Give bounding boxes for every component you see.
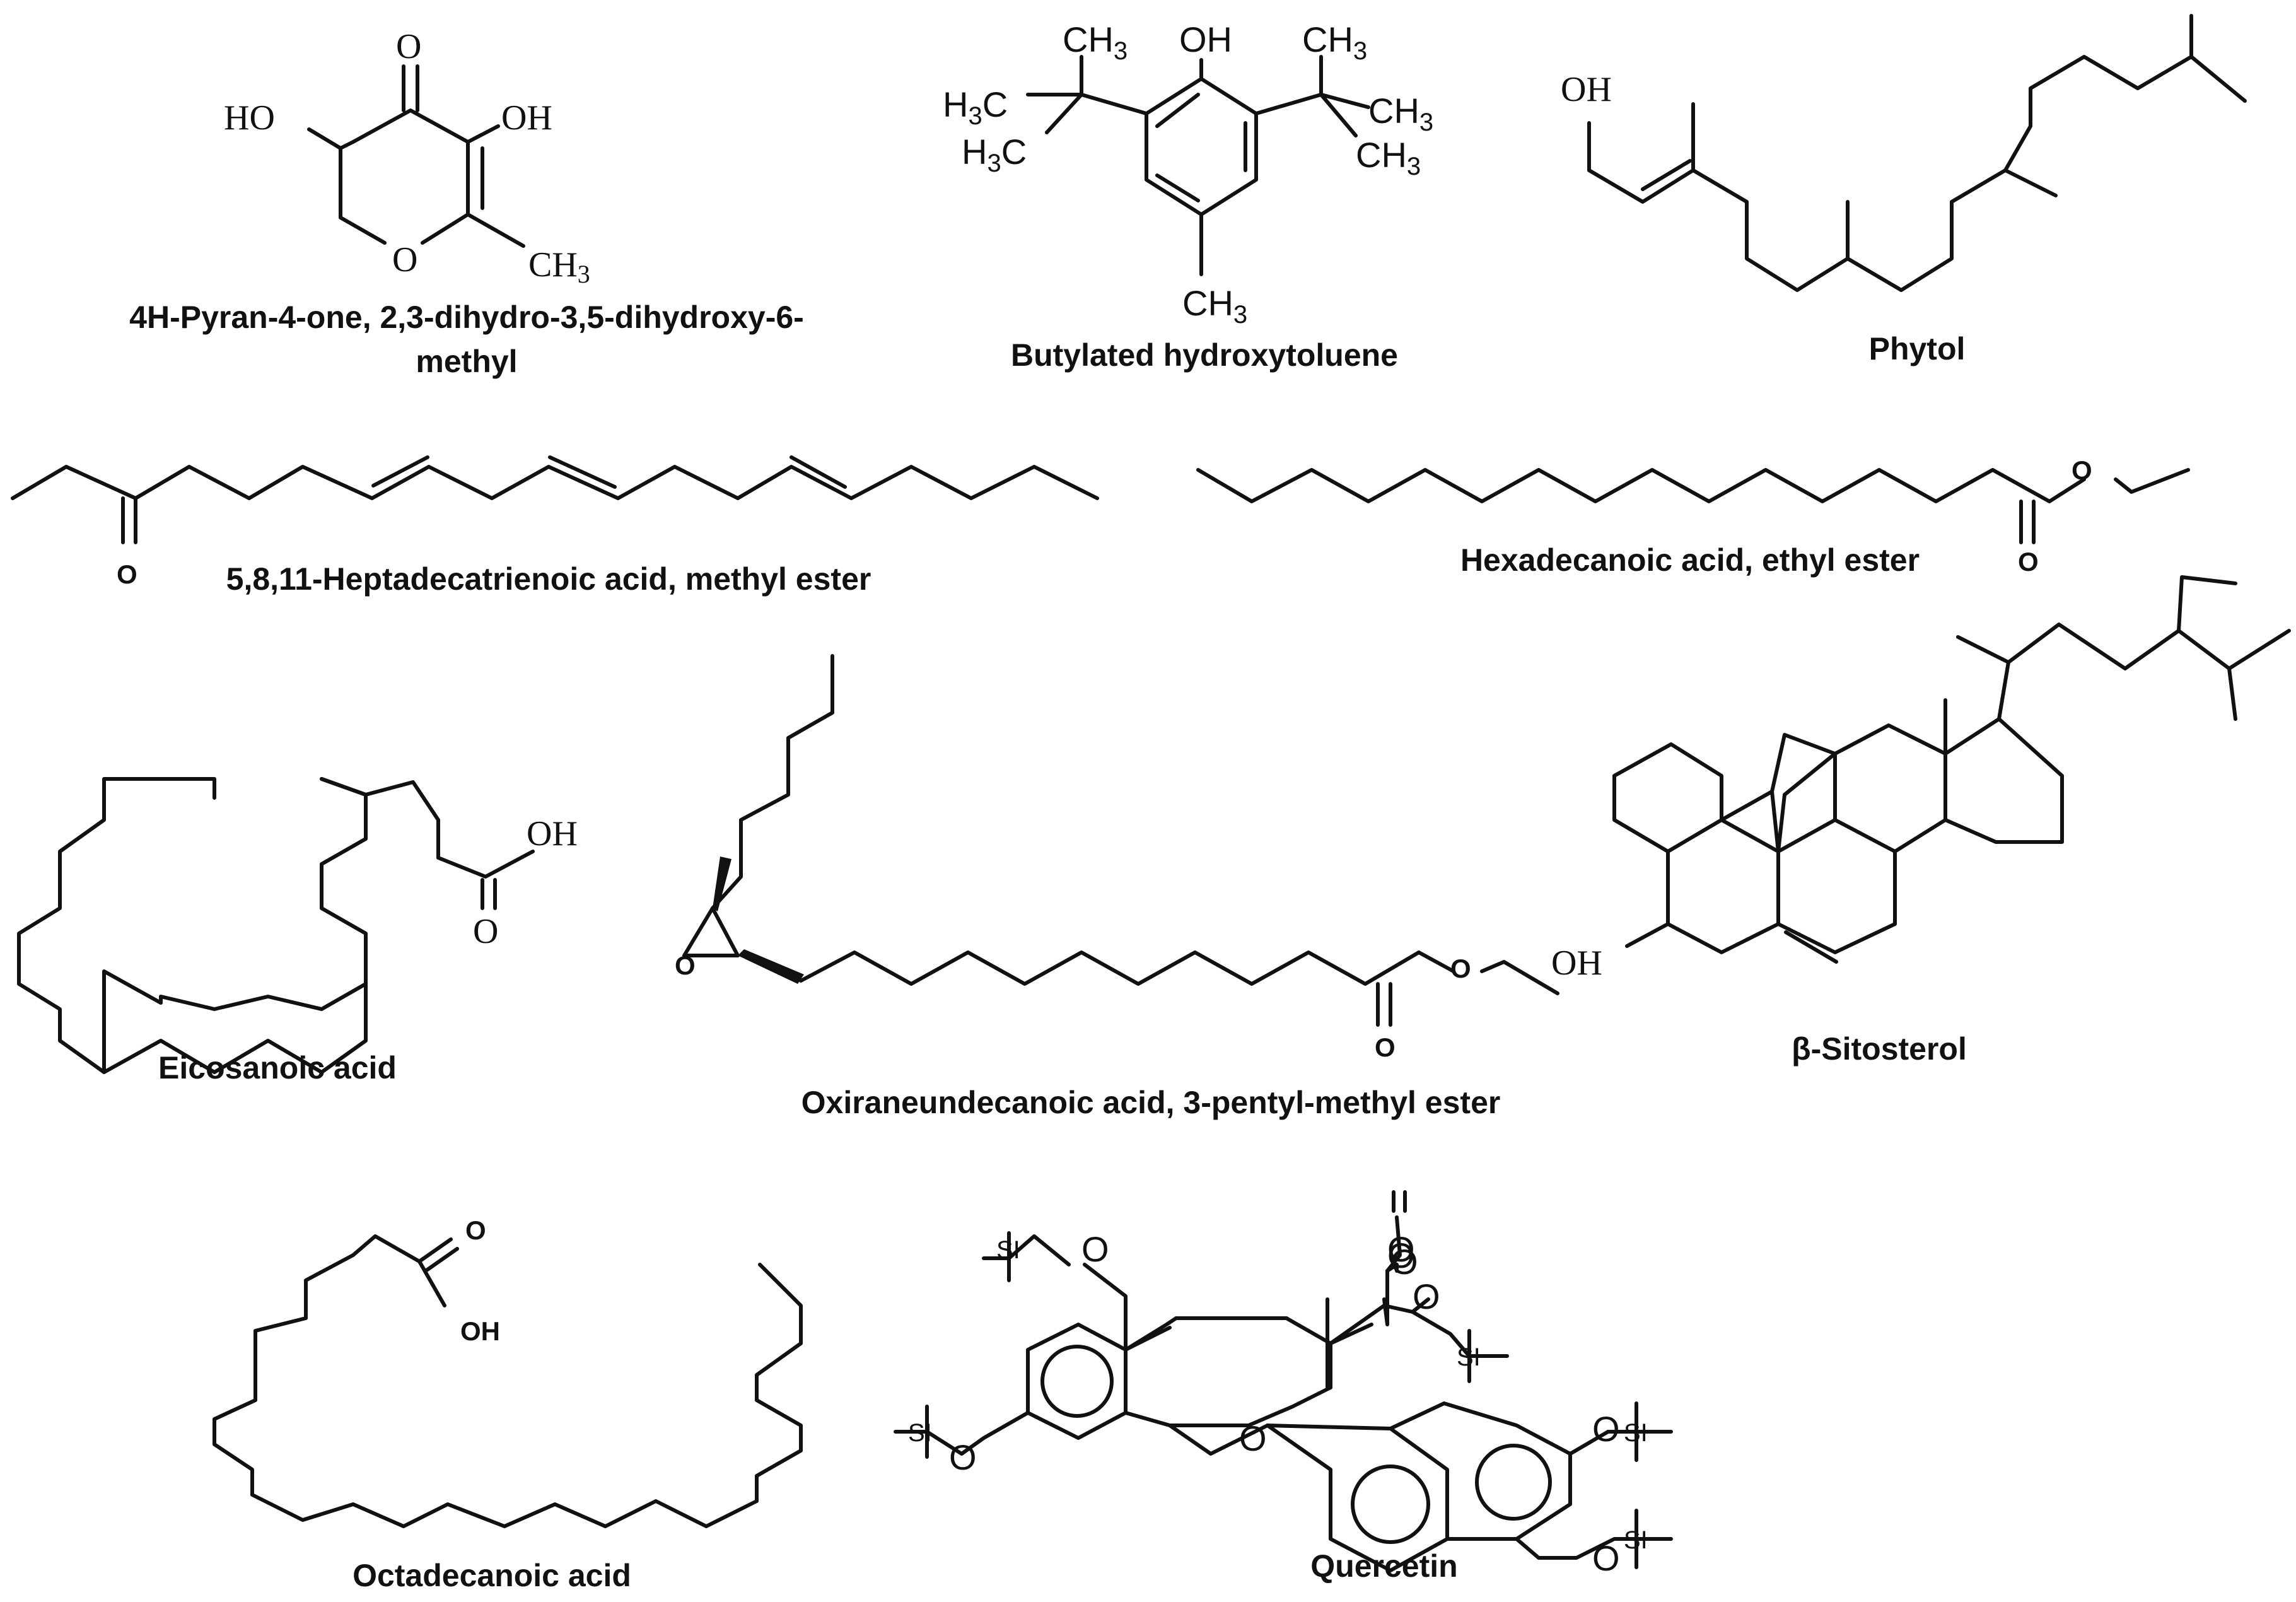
caption-bht: Butylated hydroxytoluene (1011, 337, 1398, 373)
structure-pyranone: O HO OH O CH3 4H-Pyran-4-one, 2,3-dihydr… (129, 27, 804, 379)
structure-phytol: OH Phytol (1561, 14, 2247, 366)
atom-label: H3C (943, 85, 1008, 130)
subscript: 3 (1419, 108, 1433, 136)
atom-label: O (949, 1437, 977, 1477)
atom-label: O (675, 950, 696, 980)
atom-label: O (1387, 1236, 1415, 1275)
atom-label: CH3 (1368, 91, 1433, 136)
caption-pyranone: 4H-Pyran-4-one, 2,3-dihydro-3,5-dihydrox… (129, 300, 804, 335)
atom-label: CH3 (528, 245, 590, 288)
c-text: C (982, 85, 1008, 124)
atom-label: H3C (962, 132, 1027, 177)
atom-label: CH3 (1063, 20, 1128, 65)
atom-label: OH (1179, 20, 1232, 59)
atom-label: O (1375, 1032, 1396, 1062)
atom-label: O (1592, 1538, 1620, 1578)
atom-label: CH3 (1182, 283, 1247, 329)
structure-heptadecatrienoic: O 5,8,11-Heptadecatrienoic acid, methyl … (11, 455, 1099, 597)
h-text: H (943, 85, 968, 124)
atom-label: O (1390, 1242, 1418, 1282)
si-label: SI (996, 1236, 1020, 1264)
subscript: 3 (1407, 153, 1421, 180)
atom-label: CH3 (1356, 135, 1421, 180)
atom-label: OH (1551, 944, 1602, 983)
subscript: 3 (1114, 37, 1128, 65)
aromatic-ring (1475, 1444, 1552, 1521)
subscript: 3 (1353, 37, 1367, 65)
structure-sitosterol: OH β-Sitosterol (1551, 575, 2291, 1067)
atom-label: O (1387, 1229, 1415, 1269)
caption-heptadecatrienoic: 5,8,11-Heptadecatrienoic acid, methyl es… (226, 561, 871, 597)
ch-text: CH (1368, 91, 1419, 131)
h-text: H (962, 132, 987, 172)
ch-text: CH (1302, 20, 1353, 59)
caption-sitosterol: β-Sitosterol (1792, 1031, 1967, 1067)
ch-text: CH (1182, 283, 1233, 323)
ch-text: CH (1063, 20, 1114, 59)
wedge-bond (713, 857, 731, 911)
wedge-bond (738, 949, 804, 984)
subscript: 3 (968, 102, 982, 130)
si-label: SI (1457, 1343, 1481, 1371)
atom-label: OH (527, 814, 578, 853)
atom-label: O (392, 240, 417, 279)
atom-label: O (1450, 954, 1471, 983)
caption-quercetin: Quercetin (1310, 1548, 1457, 1584)
atom-label: O (1239, 1418, 1267, 1458)
si-label: SI (1624, 1419, 1648, 1447)
subscript: 3 (987, 149, 1001, 177)
atom-label: OH (1561, 70, 1612, 109)
atom-label: O (117, 559, 137, 589)
atom-label: O (1081, 1229, 1109, 1269)
caption-phytol: Phytol (1869, 331, 1966, 366)
caption-oxirane: Oxiraneundecanoic acid, 3-pentyl-methyl … (801, 1085, 1501, 1120)
structure-oxirane: O O O Oxiraneundecanoic acid, 3-pentyl-m… (675, 654, 1559, 1120)
caption-hexadecanoic: Hexadecanoic acid, ethyl ester (1460, 542, 1920, 578)
ch-text: CH (1356, 135, 1407, 175)
ch-text: CH (528, 245, 578, 284)
atom-label: O (2018, 547, 2039, 576)
structure-hexadecanoic: O O Hexadecanoic acid, ethyl ester (1196, 455, 2190, 578)
c-text: C (1001, 132, 1027, 172)
atom-label: O (2072, 455, 2092, 485)
aromatic-ring (1351, 1465, 1430, 1544)
subscript: 3 (1233, 301, 1247, 329)
caption-eicosanoic: Eicosanoic acid (158, 1050, 397, 1085)
si-label: SI (908, 1419, 932, 1447)
atom-label: CH3 (1302, 20, 1367, 65)
caption-octadecanoic: Octadecanoic acid (353, 1558, 631, 1593)
structure-eicosanoic: OH O Eicosanoic acid (17, 777, 578, 1085)
atom-label: O (465, 1215, 486, 1245)
structure-octadecanoic: O OH Octadecanoic acid (213, 1215, 803, 1593)
atom-label: O (1413, 1277, 1440, 1316)
aromatic-ring (1040, 1345, 1114, 1418)
caption-pyranone-line2: methyl (416, 344, 517, 379)
structure-quercetin: O O O O O O O O O SI SI SI SI SI Quercet… (894, 1190, 1673, 1584)
atom-label: HO (224, 98, 275, 137)
structure-bht: CH3 OH CH3 H3C H3C CH3 CH3 CH3 Butylated… (943, 20, 1433, 373)
subscript: 3 (578, 260, 590, 288)
atom-label: O (396, 27, 421, 66)
si-label: SI (1624, 1526, 1648, 1554)
atom-label: OH (460, 1316, 500, 1346)
atom-label: O (1592, 1409, 1620, 1449)
atom-label: O (473, 912, 498, 951)
atom-label: OH (501, 98, 552, 137)
